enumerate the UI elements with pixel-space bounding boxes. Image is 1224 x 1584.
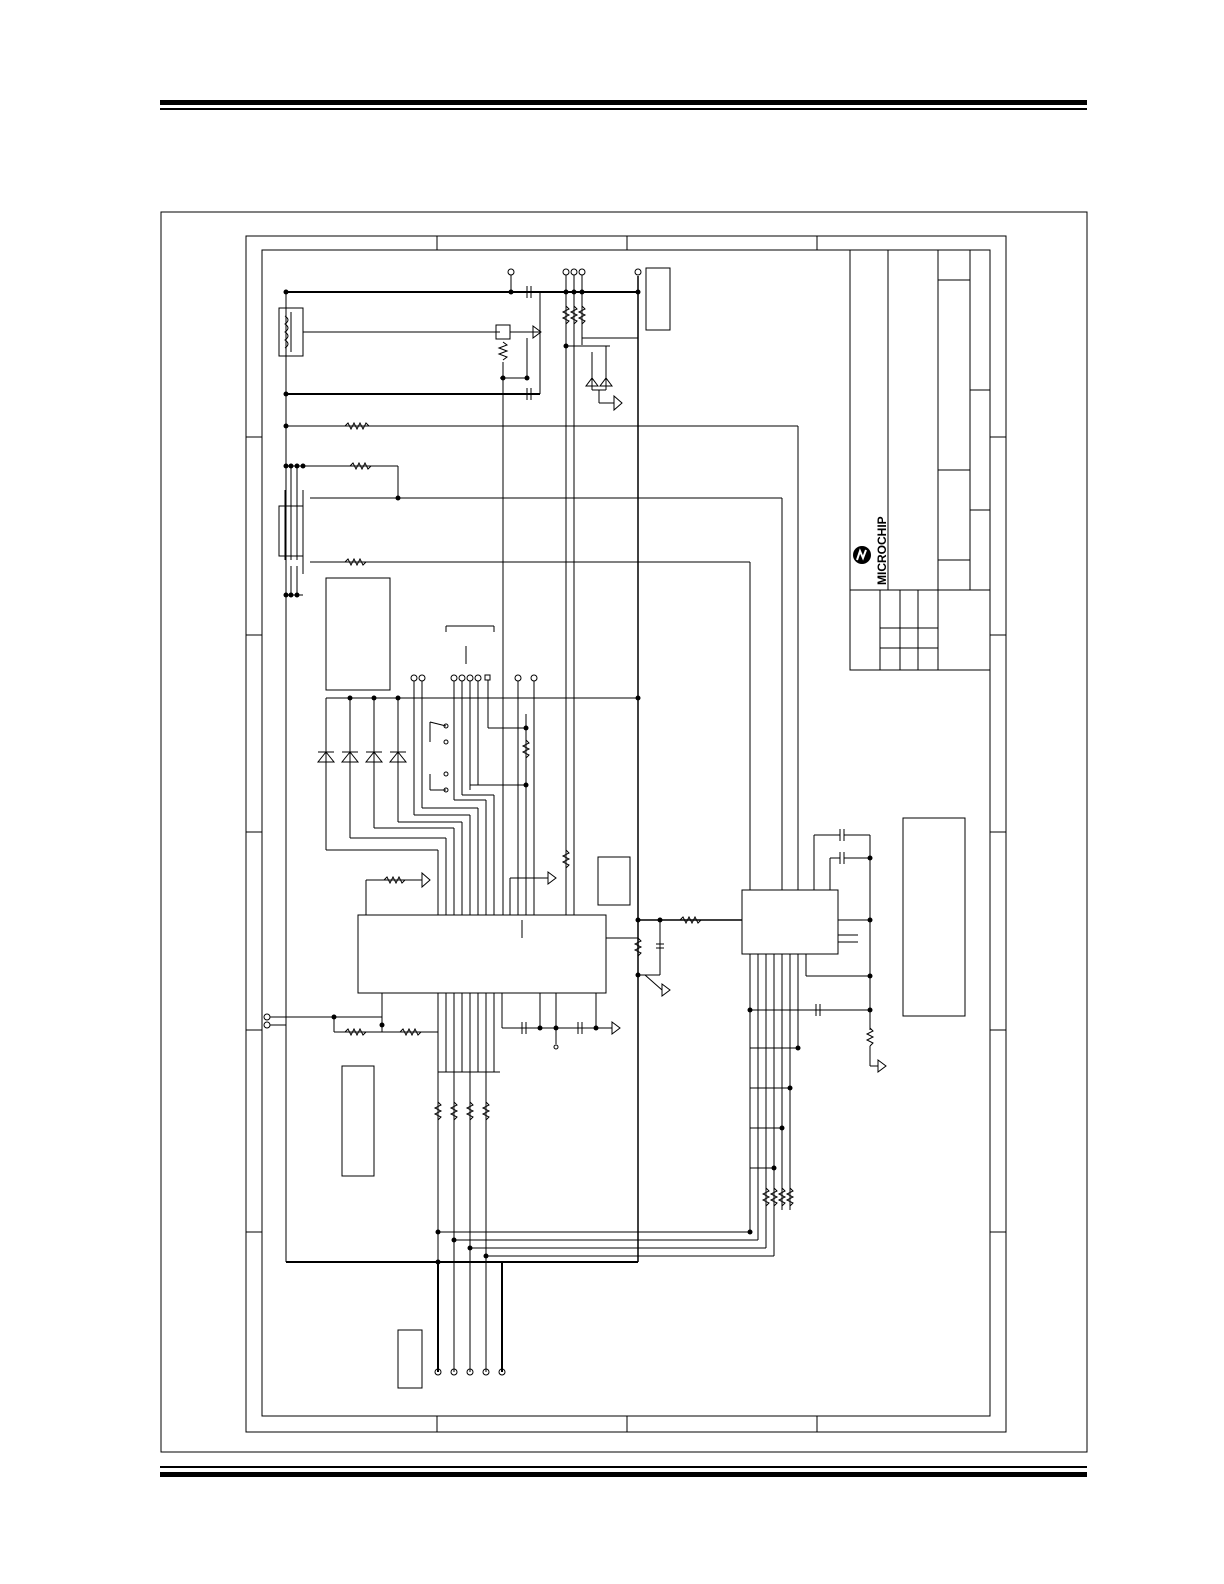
programming-header bbox=[445, 625, 538, 915]
connector-j1 bbox=[278, 307, 304, 357]
zone-ticks bbox=[246, 236, 1006, 1432]
info-block-left bbox=[341, 1065, 375, 1177]
transceiver-u2 bbox=[741, 889, 839, 955]
upper-signal-traces bbox=[286, 421, 799, 890]
header-rule-thick bbox=[160, 100, 1087, 105]
pullup-resistors bbox=[561, 305, 638, 347]
sheet-border-outer bbox=[245, 235, 1007, 1433]
header-rule-thin bbox=[160, 108, 1087, 110]
crystal-module bbox=[597, 856, 631, 906]
footer-rule-thin bbox=[160, 1466, 1087, 1468]
voltage-regulator bbox=[495, 324, 542, 379]
mosfet-switches bbox=[278, 466, 304, 596]
push-buttons bbox=[410, 674, 478, 816]
title-block bbox=[849, 249, 991, 671]
mcu-to-transceiver bbox=[606, 915, 742, 997]
status-leds bbox=[316, 697, 638, 915]
test-points-bottom bbox=[434, 1368, 506, 1376]
figure-frame bbox=[160, 211, 1088, 1453]
connector-header-bottom bbox=[397, 1329, 423, 1389]
brand-logo-text: MICROCHIP bbox=[875, 516, 889, 585]
transceiver-connections bbox=[750, 829, 887, 1073]
junction-dots bbox=[283, 289, 873, 1265]
tvs-diodes bbox=[585, 346, 623, 412]
transceiver-bottom-lines bbox=[749, 954, 799, 1256]
rail-capacitors bbox=[526, 286, 532, 400]
top-power-rail bbox=[285, 276, 639, 1263]
mcu-top-fanin bbox=[365, 794, 571, 915]
display-module bbox=[325, 577, 391, 691]
vertical-bus-lines bbox=[502, 275, 583, 915]
connector-header-top bbox=[645, 267, 671, 331]
microcontroller-u1 bbox=[357, 914, 607, 994]
sheet-border-inner bbox=[261, 249, 991, 1417]
footer-rule-thick bbox=[160, 1472, 1087, 1477]
mcu-bottom-lines bbox=[263, 993, 774, 1372]
connector-header-right bbox=[902, 817, 966, 1017]
microchip-logo-icon bbox=[853, 546, 871, 564]
